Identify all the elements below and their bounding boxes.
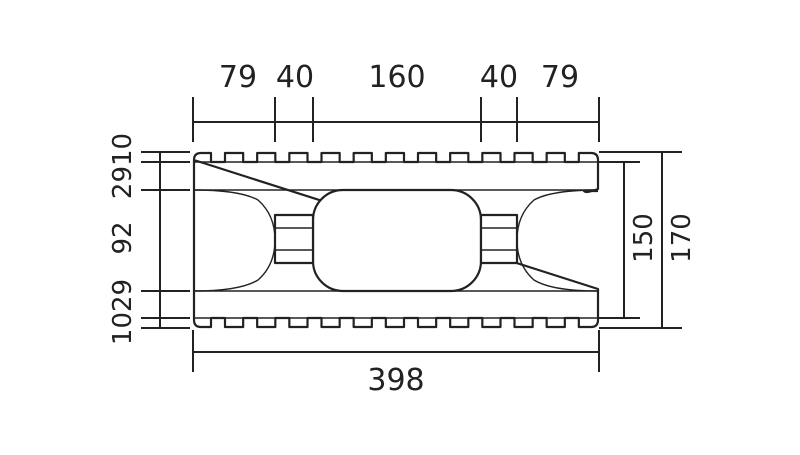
left-dimension-chain: 2910 92 1029 (108, 133, 190, 345)
right-connector-web (479, 213, 519, 265)
center-cavity (311, 188, 483, 293)
top-dim-4: 40 (480, 60, 518, 95)
top-dim-2: 40 (276, 60, 314, 95)
right-dim-outer: 170 (667, 213, 697, 263)
top-dim-1: 79 (219, 60, 257, 95)
left-dim-bottom-pair: 1029 (108, 279, 138, 345)
bottom-dim: 398 (367, 363, 424, 398)
right-dim-inner: 150 (629, 213, 659, 263)
right-dimensions: 150 170 (599, 151, 697, 329)
top-dimension-chain: 79 40 160 40 79 (192, 60, 600, 142)
block-body (192, 151, 600, 329)
left-dim-top-pair: 2910 (108, 133, 138, 199)
left-dim-middle: 92 (108, 221, 138, 254)
left-connector-web (273, 213, 315, 265)
bottom-dimension: 398 (192, 330, 600, 398)
top-dim-3: 160 (368, 60, 425, 95)
top-dim-5: 79 (541, 60, 579, 95)
